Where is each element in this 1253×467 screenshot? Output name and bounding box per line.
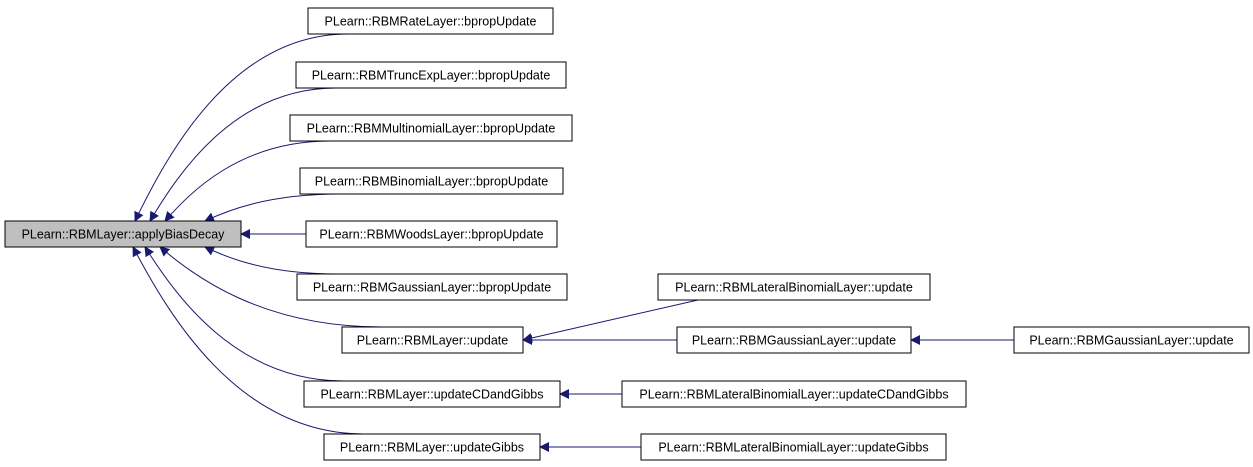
node-label: PLearn::RBMBinomialLayer::bpropUpdate — [315, 175, 549, 189]
node-n5[interactable]: PLearn::RBMWoodsLayer::bpropUpdate — [305, 220, 558, 248]
node-label: PLearn::RBMLateralBinomialLayer::update — [675, 281, 913, 295]
edge-n9-to-root — [132, 246, 365, 435]
node-box[interactable] — [296, 273, 568, 301]
node-n4[interactable]: PLearn::RBMBinomialLayer::bpropUpdate — [299, 167, 564, 195]
node-box[interactable] — [307, 7, 554, 35]
node-label: PLearn::RBMGaussianLayer::update — [1029, 334, 1233, 348]
nodes: PLearn::RBMLayer::applyBiasDecayPLearn::… — [4, 7, 1250, 461]
node-box[interactable] — [640, 433, 947, 461]
node-label: PLearn::RBMWoodsLayer::bpropUpdate — [319, 228, 543, 242]
node-n10[interactable]: PLearn::RBMLateralBinomialLayer::update — [657, 273, 931, 301]
node-box[interactable] — [621, 380, 967, 408]
node-n6[interactable]: PLearn::RBMGaussianLayer::bpropUpdate — [296, 273, 568, 301]
node-label: PLearn::RBMTruncExpLayer::bpropUpdate — [312, 69, 551, 83]
node-label: PLearn::RBMRateLayer::bpropUpdate — [325, 15, 537, 29]
node-box[interactable] — [1013, 326, 1250, 354]
node-n9[interactable]: PLearn::RBMLayer::updateGibbs — [323, 433, 541, 461]
edge-n6-to-root — [204, 246, 338, 275]
node-label: PLearn::RBMGaussianLayer::bpropUpdate — [313, 281, 551, 295]
node-box[interactable] — [299, 167, 564, 195]
node-n3[interactable]: PLearn::RBMMultinomialLayer::bpropUpdate — [289, 114, 573, 142]
node-n8[interactable]: PLearn::RBMLayer::updateCDandGibbs — [303, 380, 561, 408]
node-box[interactable] — [657, 273, 931, 301]
node-n2[interactable]: PLearn::RBMTruncExpLayer::bpropUpdate — [295, 61, 567, 89]
node-n12[interactable]: PLearn::RBMGaussianLayer::update — [1013, 326, 1250, 354]
edges — [132, 33, 1014, 452]
edge-n8-to-root — [144, 246, 345, 382]
node-box[interactable] — [4, 220, 242, 248]
edge-n10-to-n7 — [522, 299, 699, 343]
node-label: PLearn::RBMLayer::applyBiasDecay — [22, 228, 226, 242]
edge-n1-to-root — [134, 33, 349, 222]
node-box[interactable] — [676, 326, 912, 354]
node-n1[interactable]: PLearn::RBMRateLayer::bpropUpdate — [307, 7, 554, 35]
node-box[interactable] — [303, 380, 561, 408]
node-label: PLearn::RBMGaussianLayer::update — [692, 334, 896, 348]
node-box[interactable] — [323, 433, 541, 461]
node-label: PLearn::RBMLayer::updateGibbs — [340, 441, 524, 455]
node-label: PLearn::RBMLayer::updateCDandGibbs — [320, 388, 543, 402]
node-label: PLearn::RBMLayer::update — [357, 334, 509, 348]
node-box[interactable] — [305, 220, 558, 248]
node-box[interactable] — [289, 114, 573, 142]
node-label: PLearn::RBMMultinomialLayer::bpropUpdate — [307, 122, 556, 136]
node-box[interactable] — [341, 326, 524, 354]
node-root[interactable]: PLearn::RBMLayer::applyBiasDecay — [4, 220, 242, 248]
edge-n7-to-root — [159, 246, 383, 328]
node-n13[interactable]: PLearn::RBMLateralBinomialLayer::updateC… — [621, 380, 967, 408]
edge-n3-to-root — [164, 140, 331, 222]
node-box[interactable] — [295, 61, 567, 89]
node-n7[interactable]: PLearn::RBMLayer::update — [341, 326, 524, 354]
node-label: PLearn::RBMLateralBinomialLayer::updateG… — [658, 441, 928, 455]
node-n11[interactable]: PLearn::RBMGaussianLayer::update — [676, 326, 912, 354]
edge-n2-to-root — [149, 87, 337, 222]
edge-n4-to-root — [204, 193, 341, 222]
node-label: PLearn::RBMLateralBinomialLayer::updateC… — [639, 388, 948, 402]
node-n14[interactable]: PLearn::RBMLateralBinomialLayer::updateG… — [640, 433, 947, 461]
